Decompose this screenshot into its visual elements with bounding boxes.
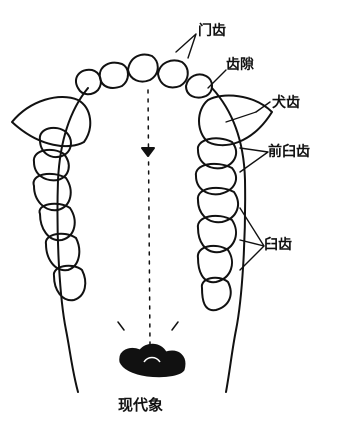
incisor-4 xyxy=(158,61,188,88)
diastema-label: 齿隙 xyxy=(226,58,254,72)
incisor-3 xyxy=(128,55,158,82)
incisor-1 xyxy=(76,70,101,95)
canine-label: 犬齿 xyxy=(272,96,300,110)
canine-leader xyxy=(256,102,270,112)
incisor-leader xyxy=(176,34,196,58)
incisor-2 xyxy=(100,63,128,88)
nasal-opening xyxy=(120,344,185,376)
midline-arrow xyxy=(142,148,154,156)
premolar-label: 前臼齿 xyxy=(268,145,310,159)
right-canine xyxy=(199,96,272,146)
right-molar-1 xyxy=(198,188,238,222)
molar-label: 臼齿 xyxy=(264,238,292,252)
diagram-title: 现代象 xyxy=(118,398,163,413)
incisor-label: 门齿 xyxy=(198,24,226,38)
left-canine xyxy=(12,97,90,146)
incisor-5 xyxy=(186,74,212,97)
palate-mark-left xyxy=(118,322,124,330)
palate-mark-right xyxy=(172,322,178,330)
midline xyxy=(148,90,150,345)
